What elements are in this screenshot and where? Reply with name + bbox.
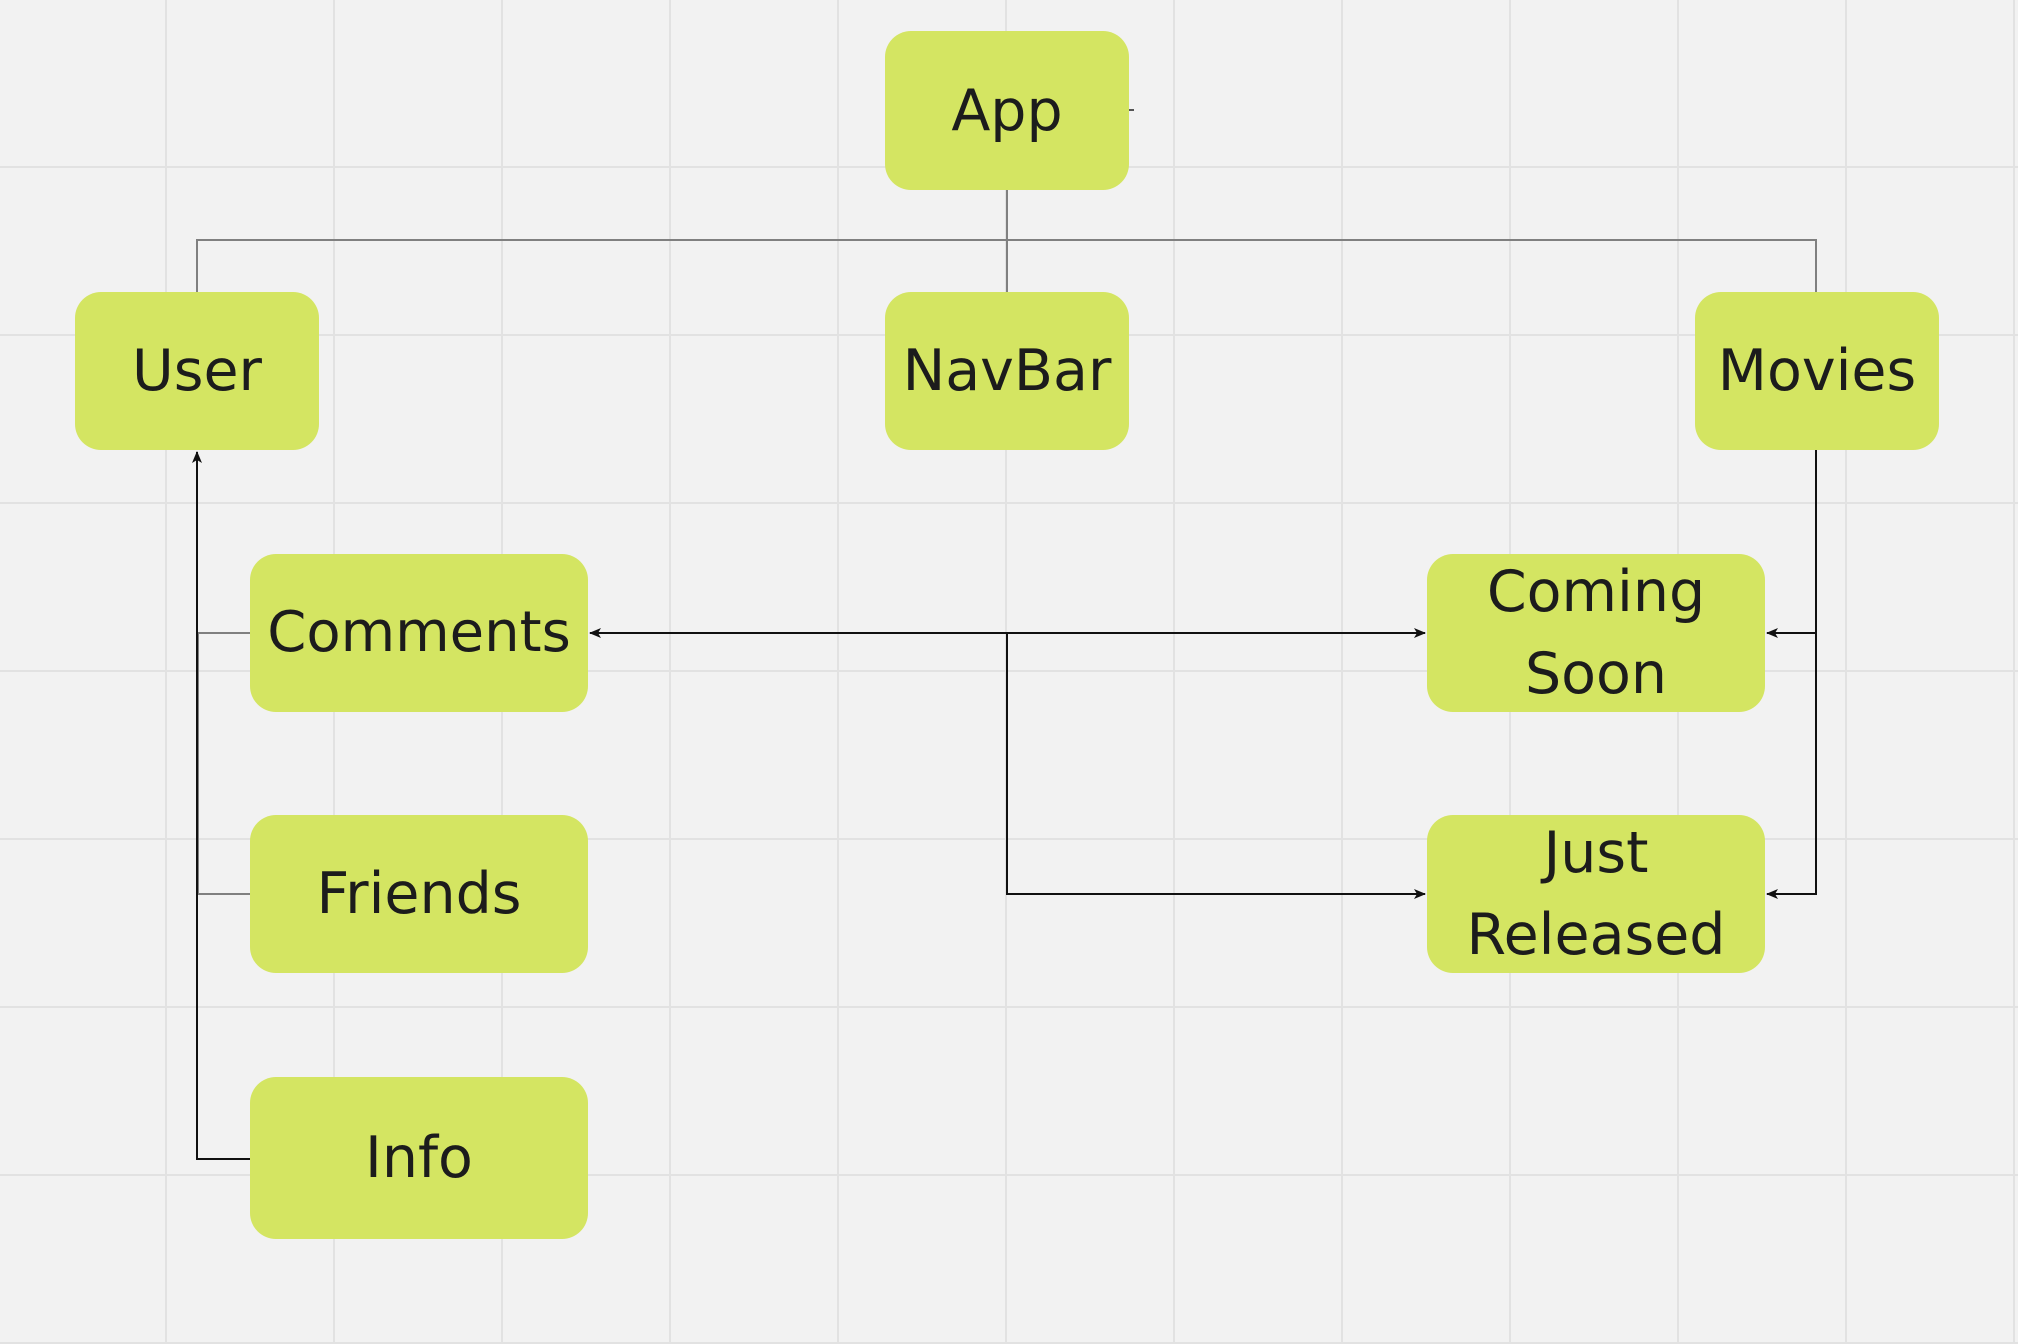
node-just-released[interactable]: Just Released [1427,815,1765,973]
node-navbar[interactable]: NavBar [885,292,1129,450]
node-comments[interactable]: Comments [250,554,588,712]
connector-friends-user [197,633,250,895]
node-user[interactable]: User [75,292,319,450]
connector-app-movies [1007,239,1817,292]
connector-app-user [196,190,1008,292]
node-movies[interactable]: Movies [1695,292,1939,450]
connector-movies-just-released [1766,633,1817,899]
connector-comments-just-released [1006,633,1426,899]
node-info[interactable]: Info [250,1077,588,1239]
node-coming-soon[interactable]: Coming Soon [1427,554,1765,712]
connector-info-user [192,451,250,1160]
connector-movies-coming-soon [1766,450,1817,638]
node-app[interactable]: App [885,31,1129,190]
node-friends[interactable]: Friends [250,815,588,973]
